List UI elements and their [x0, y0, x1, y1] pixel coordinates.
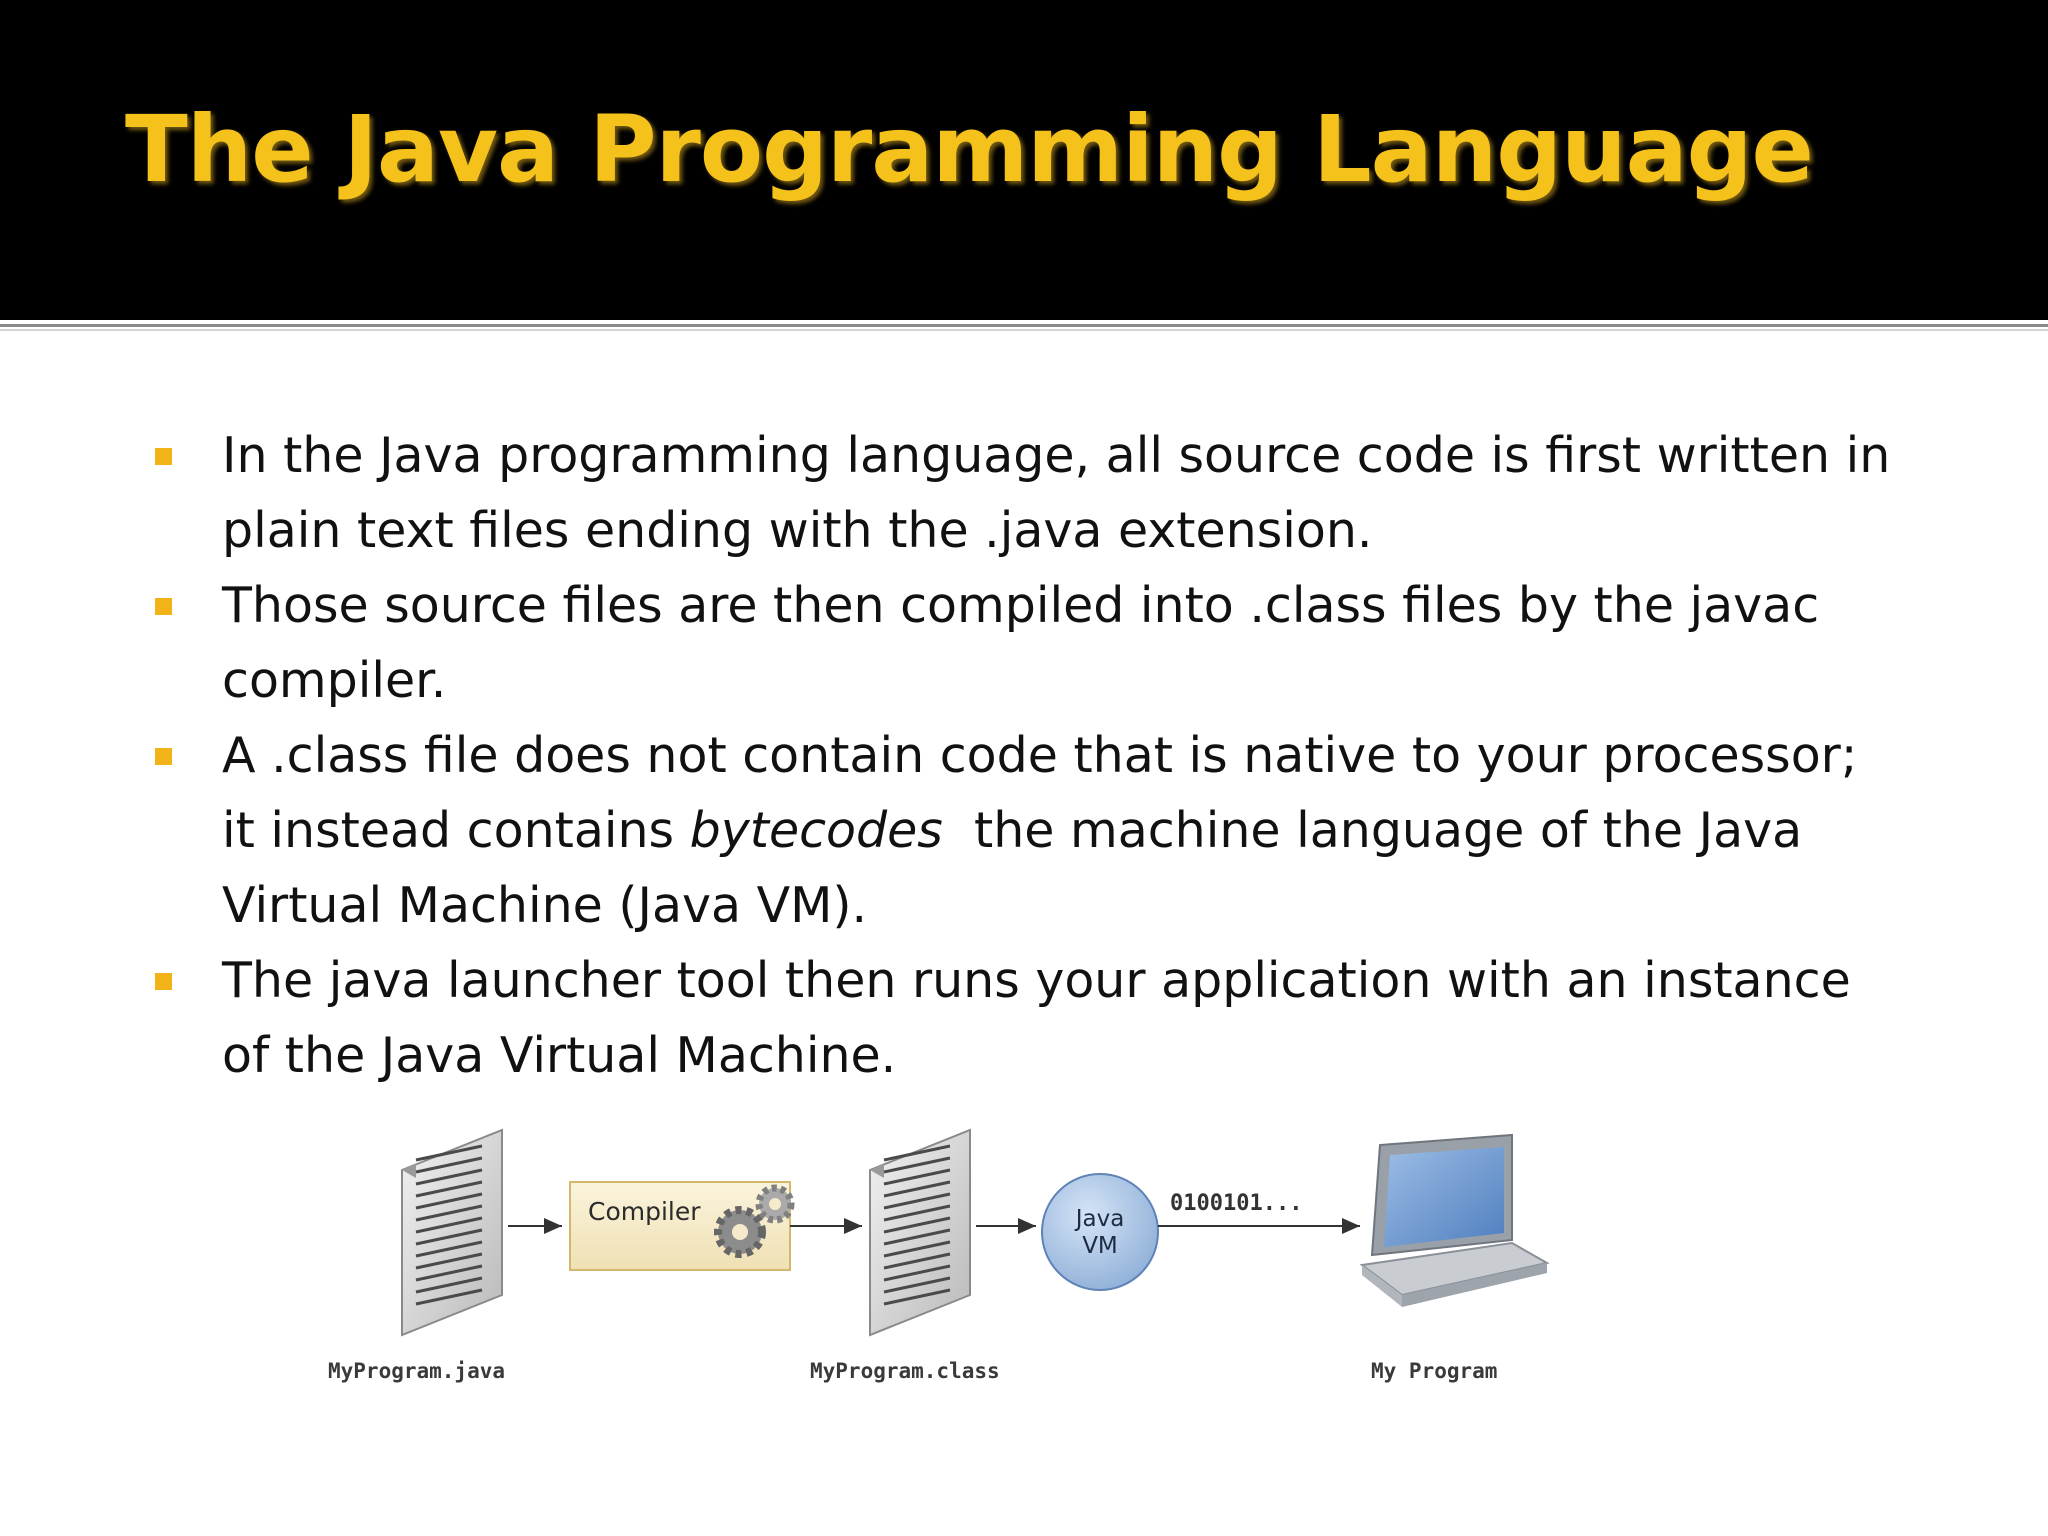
gears-icon [714, 1184, 795, 1258]
bullet-item: The java launcher tool then runs your ap… [0, 943, 1902, 1093]
bullet-item: Those source files are then compiled int… [0, 568, 1902, 718]
laptop-icon [1359, 1133, 1550, 1307]
source-file-label: MyProgram.java [328, 1359, 505, 1383]
bullet-text-after: the machine language of the Java Virtual… [222, 802, 1818, 934]
title-divider [0, 324, 2048, 327]
class-file-label: MyProgram.class [810, 1359, 1000, 1383]
bullet-text: Those source files are then compiled int… [222, 577, 1835, 709]
java-vm-node: Java VM [1041, 1173, 1159, 1291]
bullet-text: The java launcher tool then runs your ap… [222, 952, 1867, 1084]
bullet-text-italic: bytecodes [689, 802, 943, 859]
binary-label: 0100101... [1170, 1191, 1302, 1216]
document-icon [401, 1128, 503, 1337]
bullet-marker-icon [155, 598, 172, 615]
title-bar: The Java Programming Language [0, 0, 2048, 320]
slide-title: The Java Programming Language [125, 96, 1814, 203]
program-label: My Program [1371, 1359, 1497, 1383]
bullet-marker-icon [155, 448, 172, 465]
title-divider-shadow [0, 329, 2048, 331]
bullet-marker-icon [155, 748, 172, 765]
bullet-list: In the Java programming language, all so… [0, 418, 2048, 1093]
bullet-item: In the Java programming language, all so… [0, 418, 1902, 568]
compiler-label: Compiler [588, 1197, 701, 1226]
vm-label-line2: VM [1082, 1233, 1118, 1259]
bullet-text: In the Java programming language, all so… [222, 427, 1906, 559]
compilation-diagram: Compiler Java VM 0100101... [300, 1120, 1580, 1410]
vm-label-line1: Java [1074, 1206, 1125, 1232]
document-icon [869, 1128, 971, 1337]
bullet-marker-icon [155, 973, 172, 990]
bullet-text-before: A .class file does not contain code that… [222, 727, 1873, 859]
bullet-item: A .class file does not contain code that… [0, 718, 1902, 943]
